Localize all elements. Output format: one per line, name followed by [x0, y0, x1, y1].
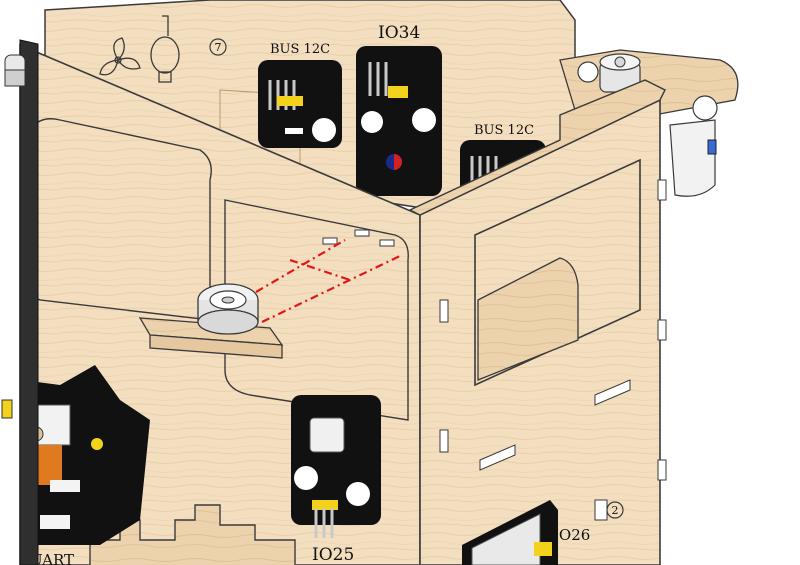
right-side-panel: 2 — [408, 79, 667, 565]
svg-text:IO26: IO26 — [553, 526, 590, 544]
io34-module: IO34 — [356, 23, 442, 196]
io25-module: IO25 — [291, 395, 381, 565]
svg-text:7: 7 — [215, 41, 222, 54]
step-7-marker: 7 — [209, 38, 227, 56]
svg-text:IO25: IO25 — [312, 545, 354, 565]
step-2-marker: 2 — [606, 501, 624, 519]
uart-module: UART — [22, 365, 150, 565]
fan-icon — [99, 37, 141, 76]
pulley-shelf — [138, 283, 284, 359]
svg-text:BUS 12C: BUS 12C — [270, 42, 330, 57]
side-bracket-rail — [1, 39, 39, 565]
lightbulb-icon — [150, 15, 180, 83]
svg-text:2: 2 — [612, 504, 619, 517]
assembly-guide-lines — [255, 239, 401, 323]
svg-text:IO34: IO34 — [378, 23, 420, 43]
io26-module: IO26 — [462, 500, 590, 565]
svg-text:UART: UART — [30, 551, 74, 565]
svg-text:BUS 12C: BUS 12C — [474, 123, 534, 138]
bus-i2c-module-left: BUS 12C — [258, 42, 342, 148]
